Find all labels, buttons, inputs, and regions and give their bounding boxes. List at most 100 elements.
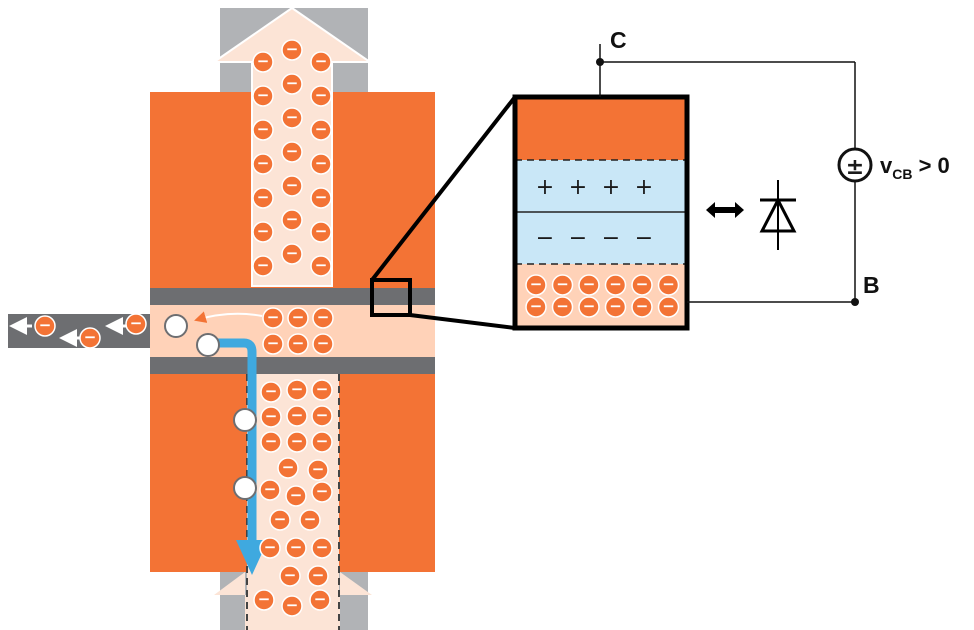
electron-icon: − [252, 119, 274, 141]
svg-text:−: − [265, 382, 278, 400]
svg-text:−: − [315, 222, 328, 240]
svg-text:−: − [286, 74, 299, 92]
depletion-negative-layer [515, 212, 687, 264]
electron-icon: − [657, 274, 680, 296]
electron-icon: − [281, 595, 303, 617]
svg-text:−: − [636, 297, 649, 315]
base-label: B [863, 272, 880, 298]
svg-text:−: − [556, 275, 569, 293]
electron-icon: − [287, 307, 309, 329]
svg-text:−: − [286, 108, 299, 126]
electron-icon: − [285, 537, 307, 559]
positive-charge: + [536, 175, 554, 200]
svg-text:−: − [257, 86, 270, 104]
svg-text:−: − [292, 334, 305, 352]
svg-text:−: − [265, 432, 278, 450]
svg-text:−: − [257, 120, 270, 138]
svg-text:−: − [257, 188, 270, 206]
svg-text:−: − [290, 538, 303, 556]
svg-text:−: − [291, 432, 304, 450]
electron-icon: − [281, 243, 303, 265]
collector-node [596, 58, 604, 66]
electron-icon: − [286, 431, 308, 453]
electron-icon: − [281, 175, 303, 197]
svg-text:−: − [267, 308, 280, 326]
zoom-source-box [370, 278, 412, 317]
electron-icon: − [311, 431, 333, 453]
electron-icon: − [281, 39, 303, 61]
electron-icon: − [281, 107, 303, 129]
svg-text:−: − [274, 510, 287, 528]
svg-text:−: − [317, 334, 330, 352]
svg-text:−: − [583, 297, 596, 315]
magnified-p-region [515, 264, 687, 328]
positive-charge: + [569, 175, 587, 200]
electron-icon: − [310, 255, 332, 277]
electron-icon: − [260, 406, 282, 428]
electron-icon: − [286, 405, 308, 427]
recombination-arrow [194, 311, 263, 323]
electron-icon: − [253, 589, 275, 611]
svg-text:−: − [312, 460, 325, 478]
electron-icon: − [525, 296, 547, 318]
electron-icon: − [252, 187, 274, 209]
svg-text:−: − [286, 40, 299, 58]
svg-text:−: − [265, 407, 278, 425]
electron-icon: − [310, 85, 332, 107]
hole-icon [233, 476, 257, 500]
electron-icon: − [125, 313, 147, 335]
electron-icon: − [259, 479, 281, 501]
electron-icon: − [307, 565, 329, 587]
bias-circuit: ± C B vCB > 0 [596, 27, 950, 306]
svg-text:−: − [286, 244, 299, 262]
base-node [851, 298, 859, 306]
magnified-n-region [515, 97, 687, 160]
svg-text:−: − [316, 538, 329, 556]
electron-icon: − [551, 296, 574, 318]
electron-icon: − [310, 221, 332, 243]
svg-text:−: − [314, 590, 327, 608]
svg-text:−: − [609, 297, 622, 315]
depletion-positive-layer [515, 160, 687, 212]
electron-icon: − [299, 509, 321, 531]
holes-group [164, 314, 257, 500]
svg-text:−: − [258, 590, 271, 608]
collector-label: C [610, 27, 627, 53]
electron-icon: − [252, 85, 274, 107]
svg-text:−: − [291, 380, 304, 398]
svg-text:−: − [662, 275, 675, 293]
electron-icon: − [262, 307, 284, 329]
electron-icon: − [578, 274, 600, 296]
magnified-frame [512, 94, 690, 331]
electron-icon: − [269, 509, 291, 531]
svg-text:−: − [84, 328, 97, 346]
electron-icon: − [79, 327, 101, 349]
svg-text:−: − [290, 486, 303, 504]
vcb-label: vCB > 0 [880, 153, 950, 182]
magnified-junction: ++++ −−−− −−−−−−−−−−−− [512, 94, 690, 331]
electron-icon: − [285, 485, 307, 507]
electron-icon: − [281, 209, 303, 231]
electron-icon: − [260, 381, 282, 403]
svg-text:−: − [609, 275, 622, 293]
electron-icon: − [311, 405, 333, 427]
electron-icon: − [287, 333, 309, 355]
electrons-group: −−−−−−−−−−−−−−−−−−−−−−−−−−−−−−−−−−−−−−−−… [34, 39, 334, 617]
electron-icon: − [525, 274, 547, 296]
electron-icon: − [604, 274, 627, 296]
voltage-source-icon [837, 147, 873, 183]
electron-icon: − [277, 457, 299, 479]
negative-charge: − [536, 226, 554, 251]
electron-icon: − [279, 565, 301, 587]
svg-text:−: − [291, 406, 304, 424]
zoom-callout [370, 95, 517, 330]
electron-icon: − [260, 431, 282, 453]
svg-text:−: − [312, 566, 325, 584]
svg-text:−: − [316, 406, 329, 424]
svg-text:−: − [317, 308, 330, 326]
svg-text:−: − [282, 458, 295, 476]
svg-text:−: − [257, 52, 270, 70]
svg-text:−: − [316, 380, 329, 398]
electron-icon: − [310, 51, 332, 73]
